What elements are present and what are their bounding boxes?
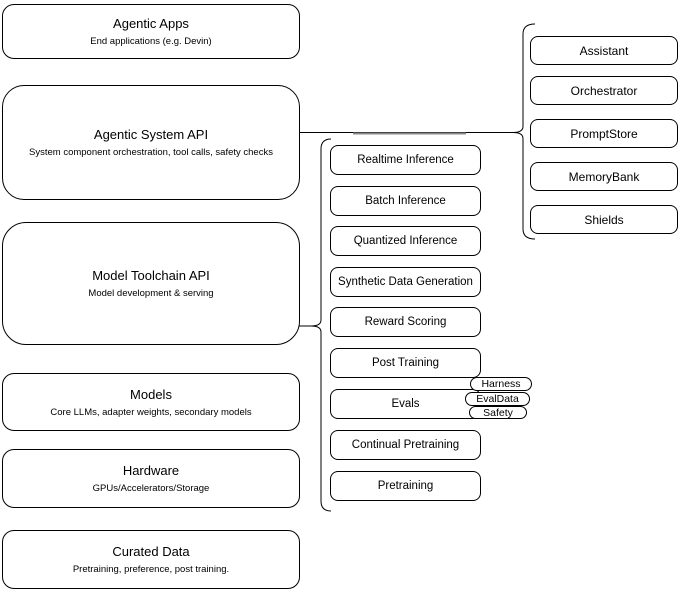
layer-box-hardware: Hardware GPUs/Accelerators/Storage: [2, 449, 300, 508]
eval-tag-label: Safety: [483, 406, 513, 419]
service-box-batch-inference: Batch Inference: [330, 186, 481, 216]
component-label: Shields: [584, 212, 624, 227]
layer-box-curated-data: Curated Data Pretraining, preference, po…: [2, 530, 300, 589]
layer-title: Agentic Apps: [113, 16, 189, 31]
service-box-pretraining: Pretraining: [330, 471, 481, 501]
service-label: Pretraining: [377, 480, 434, 492]
layer-title: Models: [130, 386, 172, 402]
layer-box-models: Models Core LLMs, adapter weights, secon…: [2, 373, 300, 431]
component-label: MemoryBank: [568, 169, 640, 184]
layer-title: Model Toolchain API: [92, 268, 210, 283]
layer-title: Curated Data: [112, 544, 190, 559]
component-label: Assistant: [579, 43, 629, 58]
eval-tag-evaldata: EvalData: [465, 392, 530, 406]
service-box-realtime-inference: Realtime Inference: [330, 145, 481, 175]
toolchain-bracket: [310, 138, 332, 512]
layer-subtitle: Core LLMs, adapter weights, secondary mo…: [50, 406, 252, 418]
system-bracket: [512, 23, 536, 240]
component-box-shields: Shields: [530, 205, 678, 234]
service-box-reward-scoring: Reward Scoring: [330, 307, 481, 337]
component-box-assistant: Assistant: [530, 36, 678, 65]
eval-tag-safety: Safety: [469, 406, 527, 419]
service-box-quantized-inference: Quantized Inference: [330, 226, 481, 256]
layer-subtitle: Pretraining, preference, post training.: [72, 564, 230, 575]
service-label: Realtime Inference: [357, 154, 454, 166]
service-box-continual-pretraining: Continual Pretraining: [330, 430, 481, 460]
layer-subtitle: End applications (e.g. Devin): [90, 36, 212, 47]
layer-box-agentic-apps: Agentic Apps End applications (e.g. Devi…: [2, 4, 300, 59]
service-label: Continual Pretraining: [351, 439, 460, 451]
component-box-memorybank: MemoryBank: [530, 162, 678, 191]
service-label: Synthetic Data Generation: [338, 276, 473, 288]
layer-subtitle: System component orchestration, tool cal…: [29, 147, 273, 158]
component-box-orchestrator: Orchestrator: [530, 76, 678, 105]
layer-title: Agentic System API: [93, 127, 209, 142]
component-box-promptstore: PromptStore: [530, 119, 678, 148]
component-label: PromptStore: [570, 126, 638, 141]
service-box-post-training: Post Training: [330, 348, 481, 378]
service-label: Reward Scoring: [364, 316, 447, 328]
eval-tag-label: Harness: [481, 378, 521, 390]
layer-box-model-toolchain-api: Model Toolchain API Model development & …: [2, 222, 300, 345]
eval-tag-label: EvalData: [476, 393, 519, 405]
service-label: Batch Inference: [365, 195, 446, 207]
service-label: Quantized Inference: [353, 235, 458, 247]
service-label: Post Training: [371, 357, 440, 369]
service-box-evals: Evals: [330, 389, 481, 419]
layer-box-agentic-system-api: Agentic System API System component orch…: [2, 85, 300, 200]
service-box-synthetic-data-generation: Synthetic Data Generation: [330, 267, 481, 297]
layer-subtitle: Model development & serving: [88, 288, 214, 299]
component-label: Orchestrator: [570, 83, 638, 98]
service-label: Evals: [391, 398, 420, 410]
layer-title: Hardware: [122, 463, 180, 478]
eval-tag-harness: Harness: [470, 377, 532, 391]
layer-subtitle: GPUs/Accelerators/Storage: [92, 483, 210, 494]
